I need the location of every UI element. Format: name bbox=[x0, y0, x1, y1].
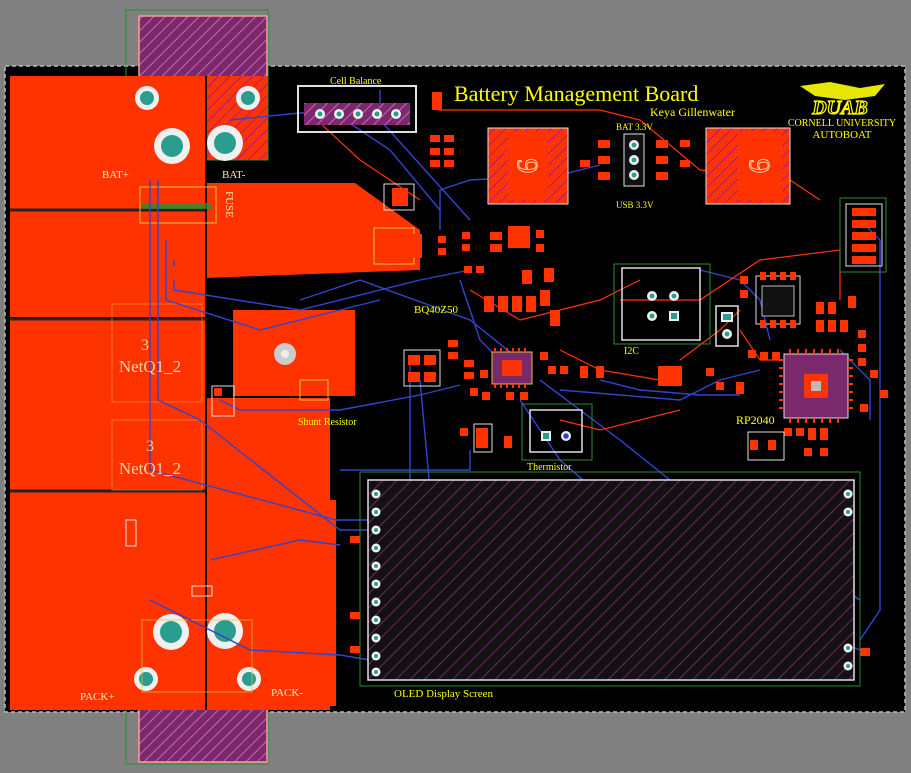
logo-line2: AUTOBOAT bbox=[812, 129, 871, 141]
crystal[interactable] bbox=[747, 431, 785, 461]
net-number-1: 3 bbox=[141, 337, 149, 354]
oled-label: OLED Display Screen bbox=[394, 688, 493, 700]
shunt-label: Shunt Resistor bbox=[298, 417, 357, 428]
i2c-connector[interactable] bbox=[613, 263, 711, 345]
net-label-2: NetQ1_2 bbox=[119, 459, 181, 478]
shunt-resistor-component[interactable] bbox=[274, 343, 329, 401]
left-copper-pour bbox=[10, 76, 420, 710]
pack-mount-holes[interactable] bbox=[134, 613, 261, 693]
oled-display[interactable] bbox=[359, 471, 861, 687]
usb33-label: USB 3.3V bbox=[616, 200, 654, 210]
rp2040-label: RP2040 bbox=[736, 413, 775, 427]
bat-minus-label: BAT- bbox=[222, 169, 246, 181]
mosfet-cluster[interactable] bbox=[373, 183, 422, 265]
i2c-label: I2C bbox=[624, 346, 639, 357]
usb-connector[interactable] bbox=[839, 197, 887, 273]
inductor-right[interactable] bbox=[705, 127, 791, 205]
pack-plus-label: PACK+ bbox=[80, 691, 115, 703]
author-name: Keya Gillenwater bbox=[650, 105, 735, 119]
thermistor-label: Thermistor bbox=[527, 462, 572, 473]
inductor-markings: 6 6 bbox=[511, 158, 777, 174]
bat33-label: BAT 3.3V bbox=[616, 122, 653, 132]
net-labels: 3 NetQ1_2 3 NetQ1_2 bbox=[119, 337, 181, 478]
rp2040-chip[interactable] bbox=[779, 349, 853, 423]
net-number-2: 3 bbox=[146, 438, 154, 455]
two-pin-header[interactable] bbox=[715, 305, 739, 347]
thermistor-component[interactable] bbox=[521, 403, 593, 461]
power-select-jumper[interactable] bbox=[580, 133, 690, 187]
net-label-1: NetQ1_2 bbox=[119, 357, 181, 376]
smd-components[interactable] bbox=[168, 92, 888, 656]
logo-line1: CORNELL UNIVERSITY bbox=[788, 118, 896, 129]
board-title: Battery Management Board bbox=[454, 81, 698, 106]
cell-balance-connector[interactable] bbox=[297, 85, 417, 133]
cell-balance-label: Cell Balance bbox=[330, 76, 382, 87]
fuse-label: FUSE bbox=[223, 191, 235, 218]
logo: DUAB CORNELL UNIVERSITY AUTOBOAT bbox=[788, 82, 896, 141]
inductor-right-mark: 6 bbox=[743, 159, 776, 174]
bat-plus-label: BAT+ bbox=[102, 169, 129, 181]
bq40z50-ic[interactable] bbox=[491, 348, 533, 388]
bat-mount-holes[interactable] bbox=[135, 86, 260, 164]
bq40z50-label: BQ40Z50 bbox=[414, 304, 459, 316]
flash-chip[interactable] bbox=[755, 272, 801, 328]
component-outlines bbox=[125, 349, 493, 597]
inductor-left[interactable] bbox=[487, 127, 569, 205]
pack-minus-label: PACK- bbox=[271, 687, 303, 699]
silkscreen-labels: Battery Management Board Keya Gillenwate… bbox=[80, 76, 775, 703]
inductor-left-mark: 6 bbox=[511, 159, 544, 174]
logo-mark: DUAB bbox=[811, 97, 868, 119]
fuse-component[interactable] bbox=[139, 186, 217, 224]
